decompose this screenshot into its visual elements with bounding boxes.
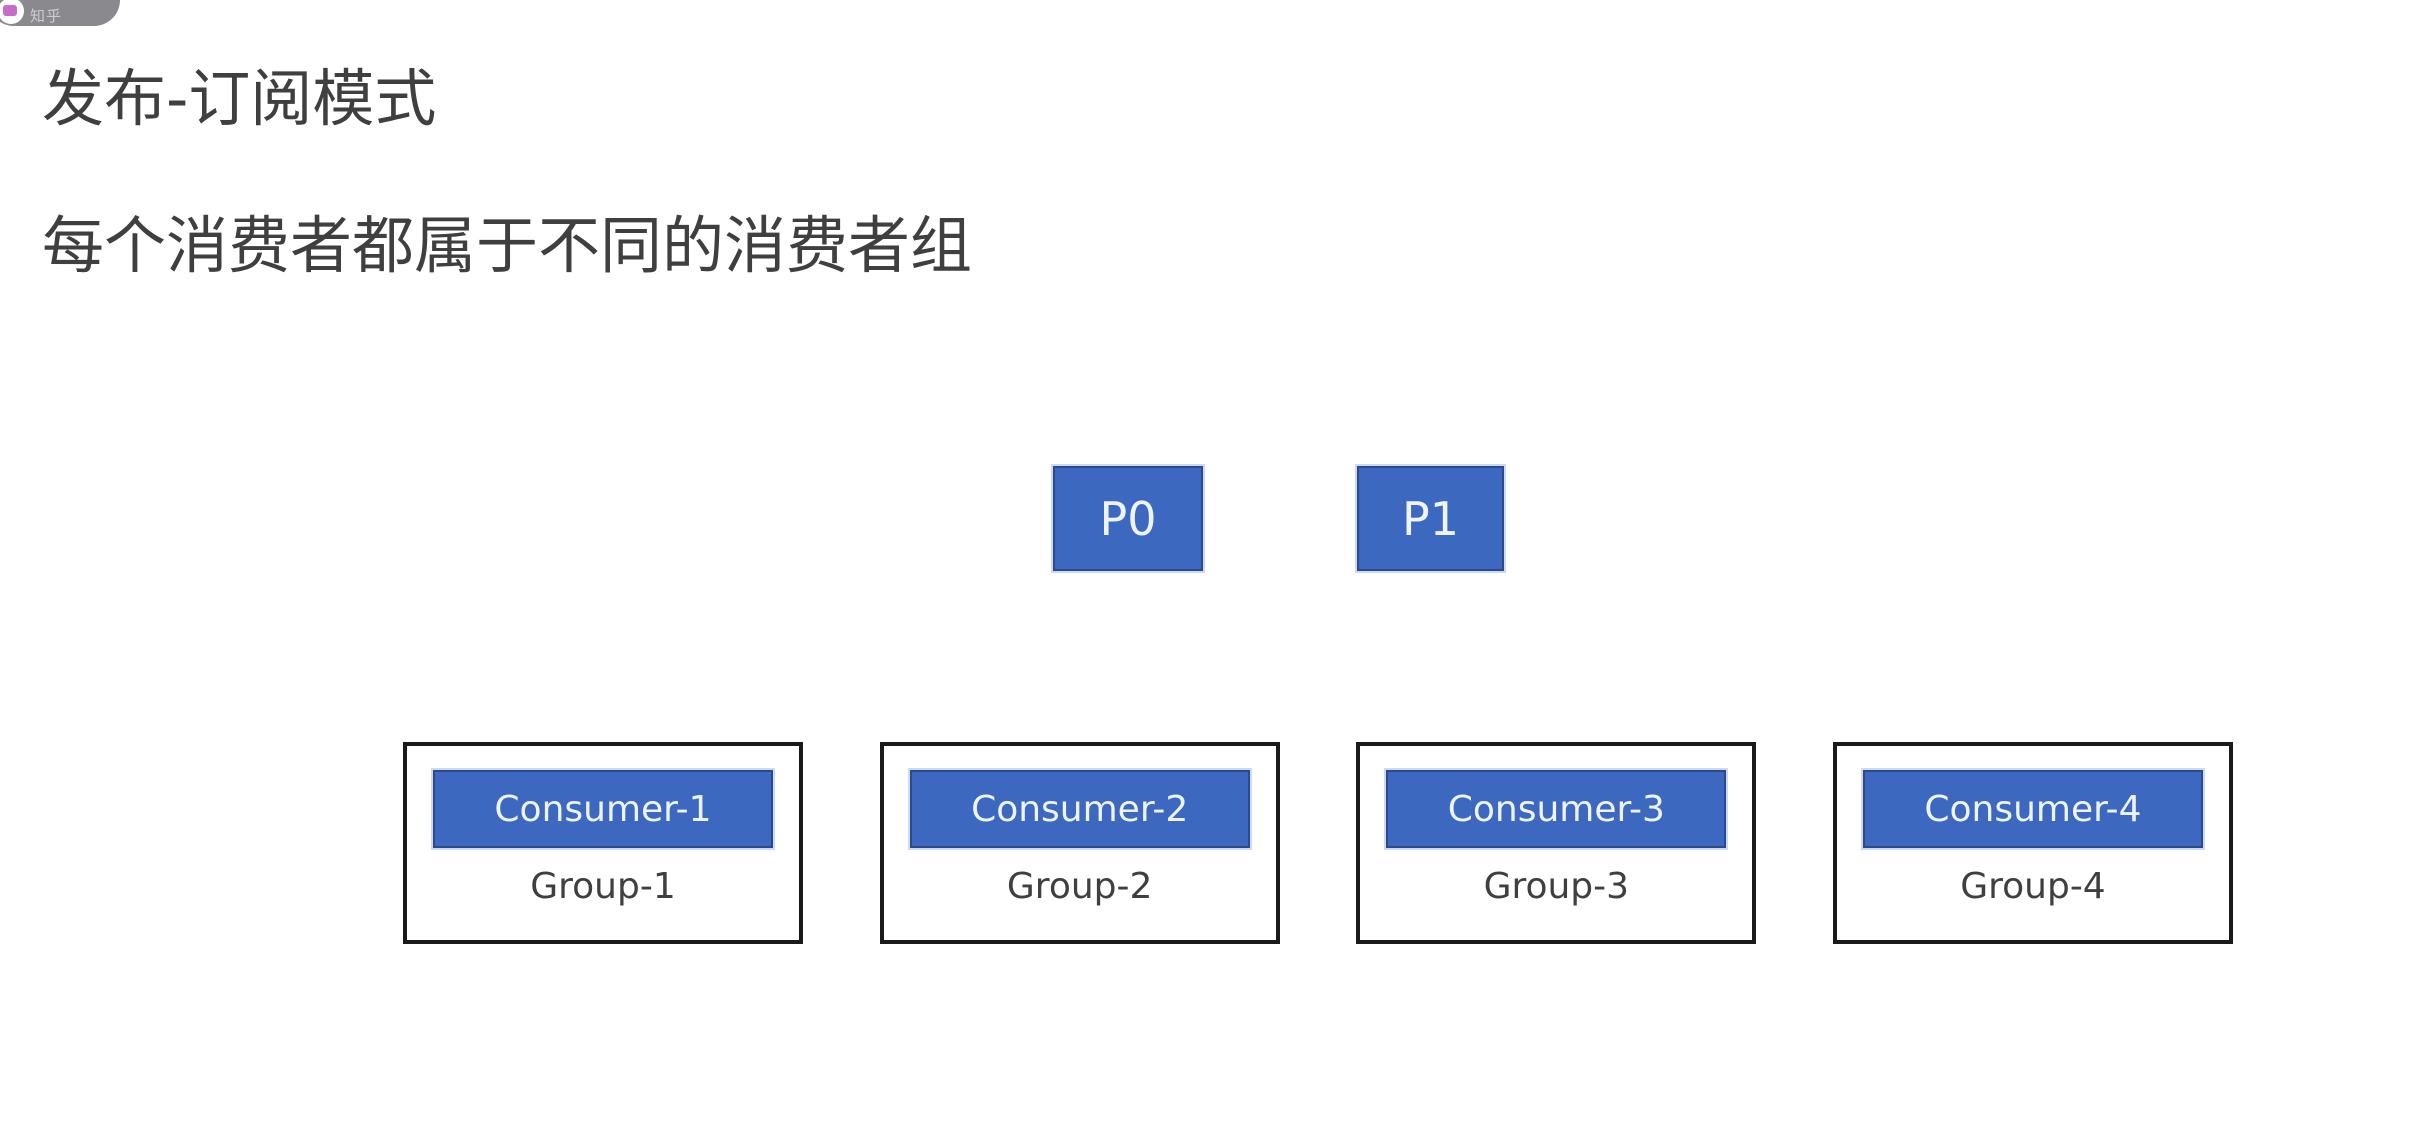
- consumer-groups-row: Consumer-1 Group-1 Consumer-2 Group-2 Co…: [403, 742, 2233, 944]
- consumer-box-1: Consumer-1: [433, 770, 773, 848]
- consumer-box-4: Consumer-4: [1862, 770, 2203, 848]
- consumer-box-3: Consumer-3: [1386, 770, 1727, 848]
- consumer-group-2: Consumer-2 Group-2: [879, 742, 1280, 944]
- watermark-label: 知乎: [30, 8, 63, 25]
- consumer-group-4: Consumer-4 Group-4: [1832, 742, 2233, 944]
- consumer-group-3: Consumer-3 Group-3: [1356, 742, 1757, 944]
- user-avatar-icon: [0, 0, 24, 24]
- page-title: 发布-订阅模式: [42, 62, 437, 135]
- partition-label: P0: [1099, 491, 1157, 546]
- consumer-label: Consumer-4: [1924, 788, 2142, 830]
- partition-box-p1: P1: [1357, 466, 1504, 571]
- partition-box-p0: P0: [1053, 466, 1203, 571]
- group-label-2: Group-2: [1006, 866, 1153, 907]
- group-label-3: Group-3: [1483, 866, 1630, 907]
- consumer-group-1: Consumer-1 Group-1: [403, 742, 803, 944]
- consumer-box-2: Consumer-2: [909, 770, 1250, 848]
- consumer-label: Consumer-1: [494, 788, 712, 830]
- watermark-badge: 知乎: [0, 0, 120, 26]
- partition-label: P1: [1401, 491, 1459, 546]
- page-subtitle: 每个消费者都属于不同的消费者组: [42, 209, 973, 282]
- consumer-label: Consumer-2: [971, 788, 1189, 830]
- group-label-1: Group-1: [530, 866, 676, 907]
- consumer-label: Consumer-3: [1447, 788, 1665, 830]
- group-label-4: Group-4: [1960, 866, 2106, 907]
